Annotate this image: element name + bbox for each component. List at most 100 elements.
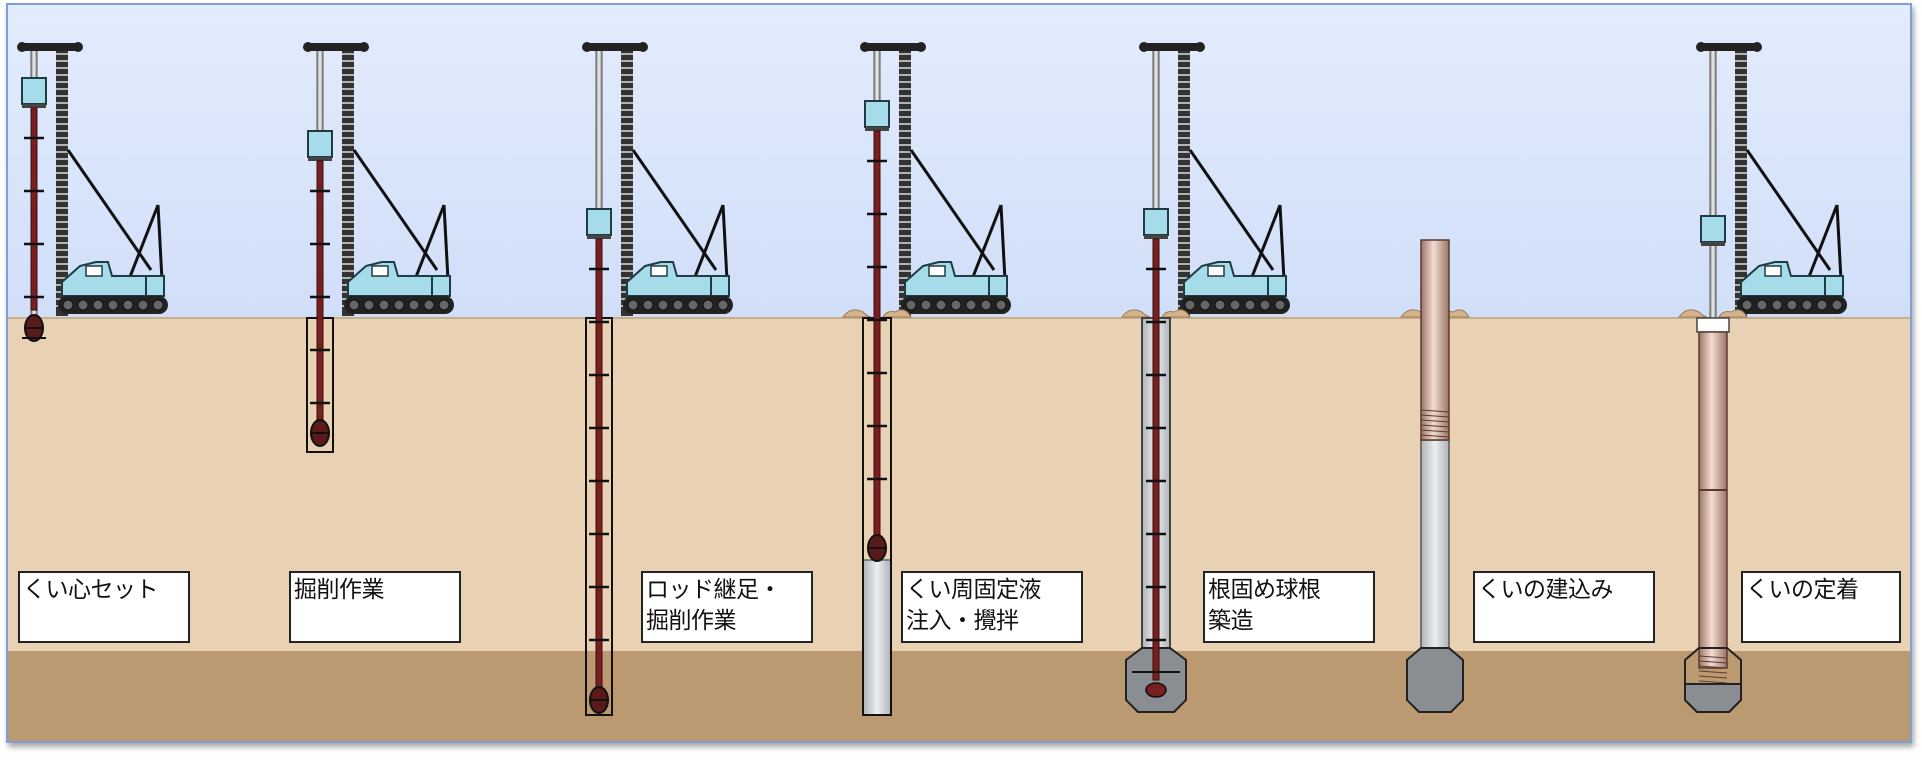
track-wheel [995, 299, 1007, 311]
grout-column [1420, 439, 1450, 651]
mast-top [865, 43, 921, 51]
pile-thread [1420, 409, 1450, 438]
track-wheel [1816, 299, 1828, 311]
thread-line [1698, 665, 1728, 669]
crawler-body [1180, 261, 1290, 314]
track-wheel [1786, 299, 1798, 311]
rod-joints [24, 136, 44, 299]
rod-joints [1146, 267, 1166, 642]
spoil-heap [1121, 309, 1151, 318]
track-wheel [1801, 299, 1813, 311]
boom-stay [412, 204, 446, 283]
thread-line [1698, 670, 1728, 674]
auger-rod [1152, 238, 1160, 681]
pile [1698, 331, 1728, 669]
mast-rungs [1178, 53, 1190, 307]
mast-top [1144, 43, 1200, 51]
track-wheel [1756, 299, 1768, 311]
sheave [638, 42, 648, 52]
track-wheel [348, 299, 360, 311]
boom-stay [631, 149, 718, 271]
mast [56, 48, 68, 316]
track-wheel [920, 299, 932, 311]
mast-top [587, 43, 643, 51]
boom-stay [352, 149, 439, 271]
sheave [1195, 42, 1205, 52]
spoil-heap [842, 309, 872, 318]
track-wheel [980, 299, 992, 311]
sheave [359, 42, 369, 52]
track-wheel [1741, 299, 1753, 311]
thread-line [1698, 655, 1728, 659]
track-wheel [1244, 299, 1256, 311]
cab-window [371, 265, 389, 277]
grout-column [862, 559, 892, 716]
track-wheel [657, 299, 669, 311]
mixing-head [1145, 682, 1167, 698]
track-wheel [393, 299, 405, 311]
auger-motor-base [22, 104, 46, 108]
track-wheel [1199, 299, 1211, 311]
track-wheel [137, 299, 149, 311]
boom-stay [66, 149, 153, 271]
crawler-body [623, 261, 733, 314]
sheave [17, 42, 27, 52]
rod-joints [310, 189, 330, 405]
auger-rod [30, 107, 38, 311]
step-5-illustration [1121, 42, 1290, 713]
track-wheel [1274, 299, 1286, 311]
spoil-heap [1161, 309, 1191, 318]
cab-window [928, 265, 946, 277]
auger-motor [586, 208, 612, 236]
boom-stay [1835, 204, 1843, 281]
sheave [916, 42, 926, 52]
crawler-body [344, 261, 454, 314]
boom-stay [999, 204, 1007, 281]
track-wheel [1831, 299, 1843, 311]
track-wheel [950, 299, 962, 311]
crawler-body [901, 261, 1011, 314]
sheave [73, 42, 83, 52]
track-wheel [702, 299, 714, 311]
track-wheel [1214, 299, 1226, 311]
step-4-illustration [842, 42, 1011, 716]
counterweight [1267, 275, 1287, 297]
track-wheel [62, 299, 74, 311]
thread-line [1698, 675, 1728, 679]
rod-joints [867, 159, 887, 481]
step-3-label: ロッド継足・ 掘削作業 [641, 571, 813, 643]
track-wheel [627, 299, 639, 311]
auger-motor [307, 130, 333, 158]
auger-rod [316, 160, 324, 431]
mast-top [1701, 43, 1757, 51]
mast-rungs [621, 53, 633, 307]
track-wheel [1184, 299, 1196, 311]
boom-stay [442, 204, 450, 281]
track-wheel [438, 299, 450, 311]
auger-motor-base [865, 127, 889, 131]
track-wheel [92, 299, 104, 311]
track-wheel [1229, 299, 1241, 311]
counterweight [1824, 275, 1844, 297]
mast [342, 48, 354, 316]
step-3-illustration [582, 42, 733, 716]
auger-rod [595, 238, 603, 695]
track-wheel [905, 299, 917, 311]
track-wheel [122, 299, 134, 311]
cab-window [650, 265, 668, 277]
step-6-label: くいの建込み [1473, 571, 1655, 643]
thread-line [1420, 429, 1450, 433]
sheave [860, 42, 870, 52]
boom-stay [1278, 204, 1286, 281]
cab-window [85, 265, 103, 277]
crawler-body [1737, 261, 1847, 314]
rod-joints [589, 267, 609, 642]
mast [1735, 48, 1747, 316]
cab-window [1207, 265, 1225, 277]
track-wheel [717, 299, 729, 311]
boom-stay [1745, 149, 1832, 271]
mast-top [22, 43, 78, 51]
spoil-heap [1678, 309, 1708, 318]
boom-stay [909, 149, 996, 271]
sheave [582, 42, 592, 52]
